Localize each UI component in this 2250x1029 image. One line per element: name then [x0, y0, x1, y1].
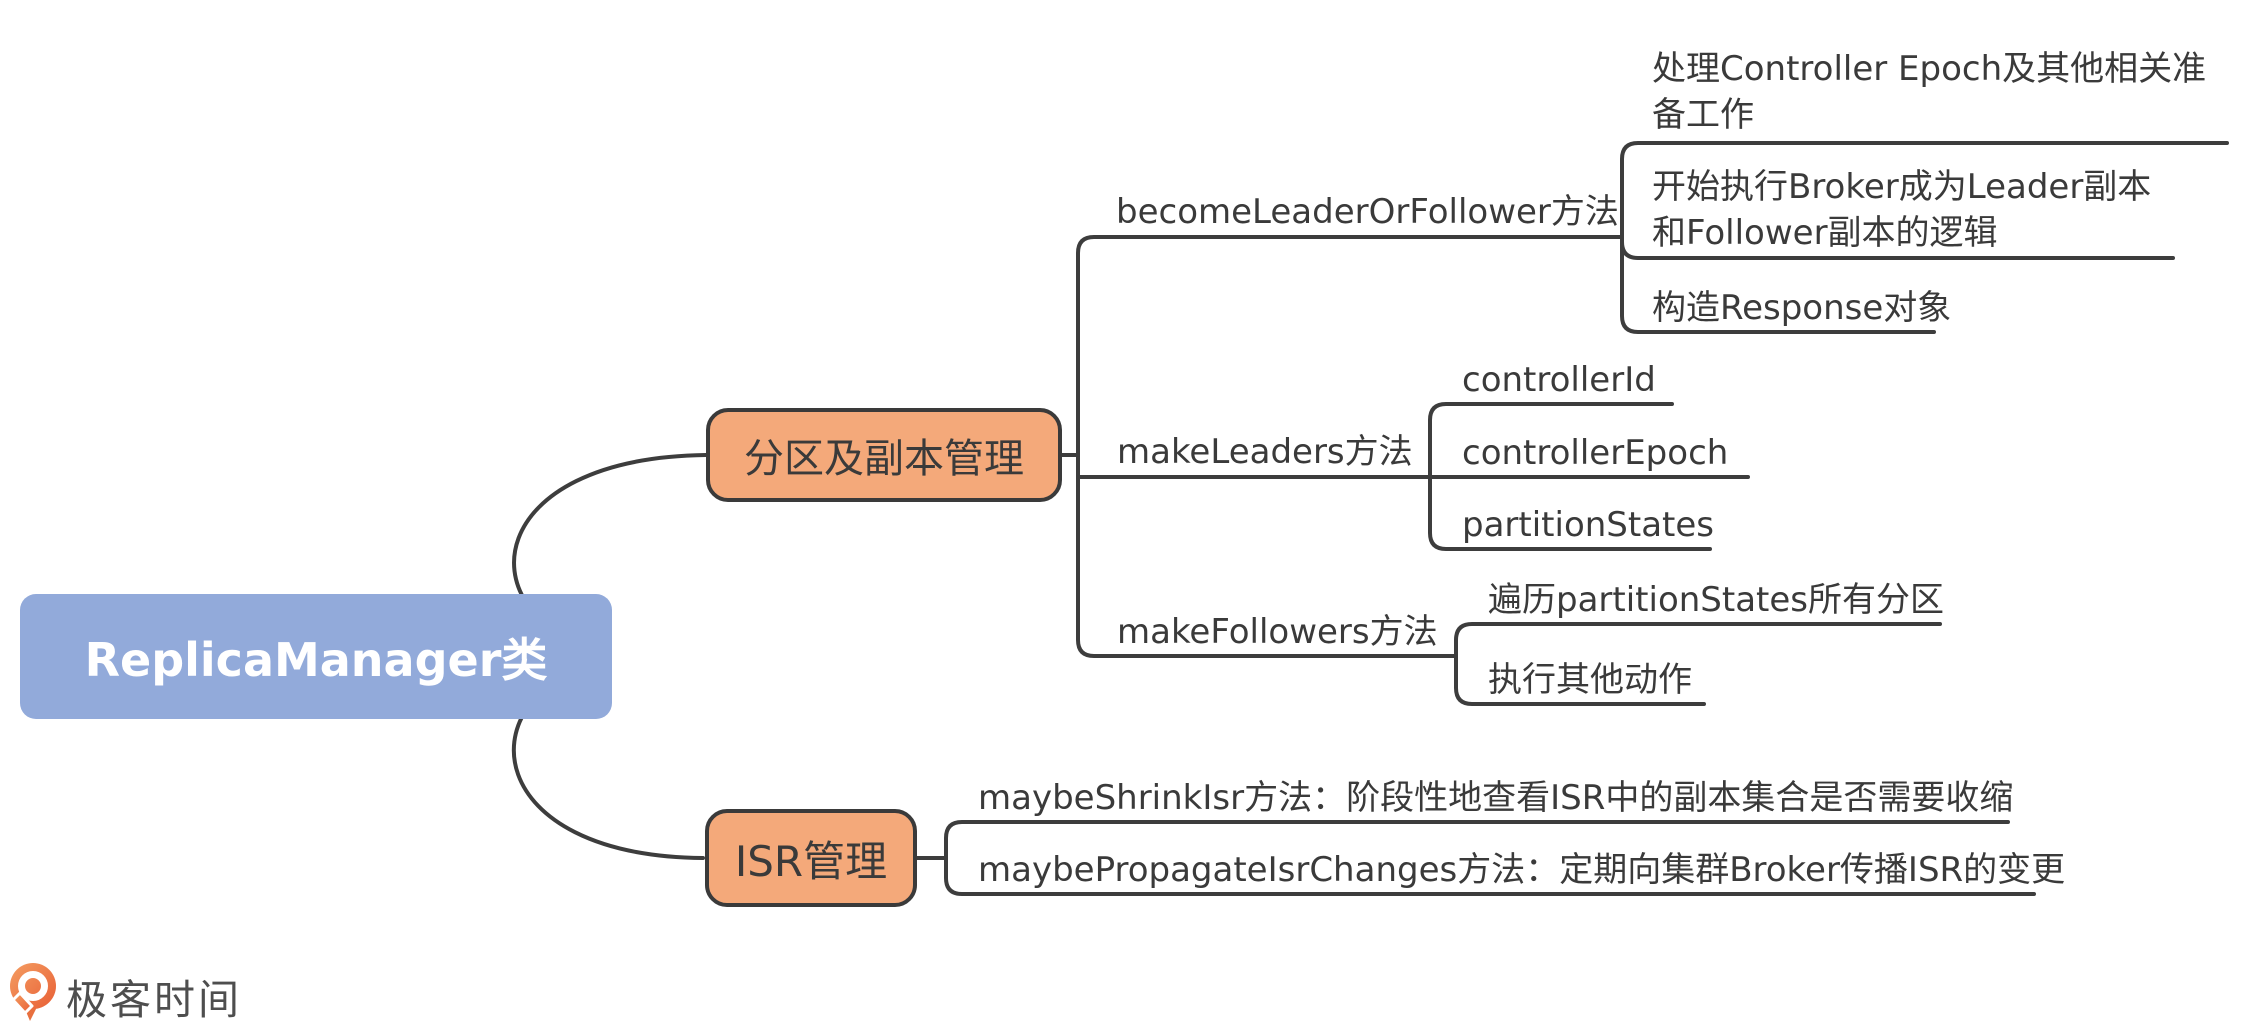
node-make-leaders: makeLeaders方法 — [1117, 432, 1413, 472]
node-make-followers: makeFollowers方法 — [1117, 612, 1438, 652]
node-other-actions: 执行其他动作 — [1488, 660, 1692, 700]
branch-node-isr: ISR管理 — [705, 809, 917, 907]
node-partition-states: partitionStates — [1462, 505, 1715, 545]
node-controller-epoch: controllerEpoch — [1462, 433, 1729, 473]
bracket-become-children — [1620, 141, 2229, 239]
node-maybe-shrink-isr: maybeShrinkIsr方法：阶段性地查看ISR中的副本集合是否需要收缩 — [978, 778, 2014, 818]
node-handle-controller-epoch: 处理Controller Epoch及其他相关准备工作 — [1652, 49, 2207, 135]
node-maybe-propagate-isr-changes: maybePropagateIsrChanges方法：定期向集群Broker传播… — [978, 850, 2066, 890]
root-node: ReplicaManager类 — [20, 594, 612, 719]
geektime-logo-text: 极客时间 — [66, 976, 242, 1024]
bracket-makefollowers-children — [1454, 622, 1942, 658]
branch-node-partition-replica: 分区及副本管理 — [706, 408, 1062, 502]
bracket-makeleaders-children — [1428, 402, 1674, 479]
geektime-logo-icon — [10, 963, 56, 1021]
node-exec-leader-follower-logic: 开始执行Broker成为Leader副本和Follower副本的逻辑 — [1652, 167, 2152, 253]
node-build-response: 构造Response对象 — [1652, 288, 1952, 328]
node-controller-id: controllerId — [1462, 360, 1656, 400]
node-traverse-partition-states: 遍历partitionStates所有分区 — [1488, 580, 1945, 620]
node-become-leader-or-follower: becomeLeaderOrFollower方法 — [1116, 192, 1619, 232]
